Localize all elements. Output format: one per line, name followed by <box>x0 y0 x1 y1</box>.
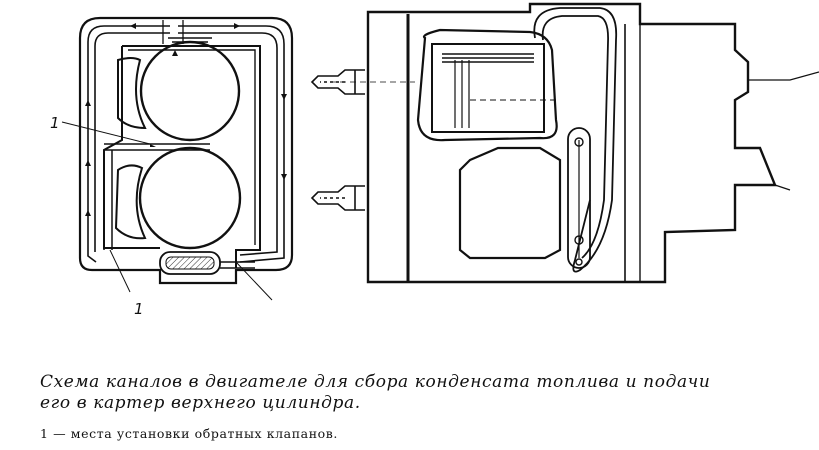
lower-chamber <box>458 146 562 260</box>
engine-longitudinal-section <box>310 2 819 284</box>
transfer-channel <box>104 143 210 151</box>
housing-outline <box>78 16 294 285</box>
condensate-channel-outer <box>87 25 170 263</box>
engine-channel-diagram: 1 1 <box>50 2 819 318</box>
return-tube <box>567 127 591 269</box>
callout-label-1-bottom: 1 <box>134 300 144 318</box>
crankcase-cross-section <box>61 16 294 301</box>
condensate-channel-right <box>178 25 285 263</box>
figure-legend: 1 — места установки обратных клапанов. <box>40 426 338 441</box>
lower-cylinder <box>138 146 242 250</box>
injector-lower <box>310 185 365 211</box>
figure-caption: Схема каналов в двигателе для сбора конд… <box>40 372 800 414</box>
callout-leader-1b <box>109 249 131 293</box>
callout-leader-1c <box>235 261 273 301</box>
upper-piston <box>431 43 545 133</box>
sump-valve <box>159 251 221 275</box>
vertical-channel <box>103 150 113 250</box>
injector-upper <box>310 69 365 95</box>
flow-arrows <box>85 23 287 216</box>
callout-leader-1a <box>61 121 151 145</box>
caption-line-2: его в картер верхнего цилиндра. <box>40 393 361 413</box>
block-outline <box>366 2 777 284</box>
condensate-channel-right-2 <box>178 32 278 256</box>
callout-label-1-top: 1 <box>50 114 60 132</box>
upper-cylinder-cutout <box>416 28 558 142</box>
transfer-pipe <box>533 7 618 273</box>
condensate-channel-outer-2 <box>94 32 170 252</box>
upper-cylinder <box>139 40 241 142</box>
caption-line-1: Схема каналов в двигателе для сбора конд… <box>40 372 711 392</box>
